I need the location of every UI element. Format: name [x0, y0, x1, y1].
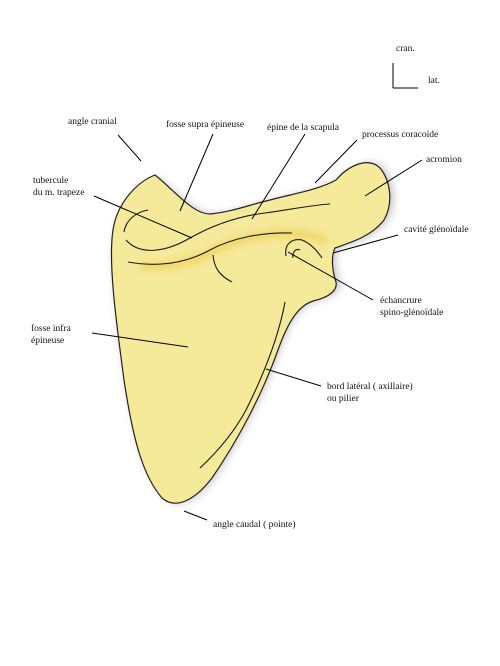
- scapula-body: [110, 162, 391, 504]
- label-tubercule-1: tubercule: [33, 176, 68, 186]
- supraspinous-ridge-line: [125, 203, 331, 251]
- leader-tubercule: [93, 195, 193, 239]
- label-bord-2: ou pilier: [327, 394, 360, 404]
- label-epine: épine de la scapula: [267, 123, 340, 133]
- spine-ridge-line: [127, 232, 293, 265]
- inner-ridge-line: [212, 254, 233, 283]
- leader-processus: [314, 139, 358, 184]
- label-tubercule-2: du m. trapeze: [33, 188, 84, 198]
- label-cavite: cavité glénoïdale: [404, 225, 469, 235]
- label-processus: processus coracoïde: [362, 130, 438, 140]
- leader-bord-lateral: [265, 368, 322, 387]
- label-echancrure-2: spino-glénoïdale: [380, 308, 443, 318]
- label-fosse-infra-2: épineuse: [31, 336, 64, 346]
- leader-epine: [251, 133, 306, 220]
- orientation-marker: cran. lat.: [392, 44, 440, 89]
- label-echancrure-1: échancrure: [380, 296, 422, 306]
- label-angle-caudal: angle caudal ( pointe): [213, 519, 296, 530]
- leader-angle-caudal: [183, 510, 208, 521]
- label-acromion: acromion: [426, 155, 462, 165]
- leader-cavite: [332, 234, 399, 254]
- cranial-label: cran.: [396, 44, 415, 54]
- lateral-label: lat.: [428, 76, 440, 86]
- leader-fosse-infra: [91, 332, 189, 348]
- leader-acromion: [364, 159, 423, 197]
- label-fosse-infra-1: fosse infra: [31, 323, 72, 334]
- leader-fosse-supra: [179, 133, 214, 212]
- spinoglenoid-notch-inner: [292, 248, 301, 259]
- label-fosse-supra: fosse supra épineuse: [166, 119, 244, 130]
- label-bord-1: bord latéral ( axillaire): [327, 381, 413, 392]
- glenoid-glow: [139, 230, 328, 270]
- spinoglenoid-notch-line: [285, 239, 323, 259]
- label-angle-cranial: angle cranial: [68, 117, 117, 127]
- leader-angle-cranial: [117, 134, 142, 162]
- leader-echancrure: [287, 251, 374, 301]
- upper-contour-line: [123, 209, 149, 233]
- lateral-border-line: [199, 301, 286, 469]
